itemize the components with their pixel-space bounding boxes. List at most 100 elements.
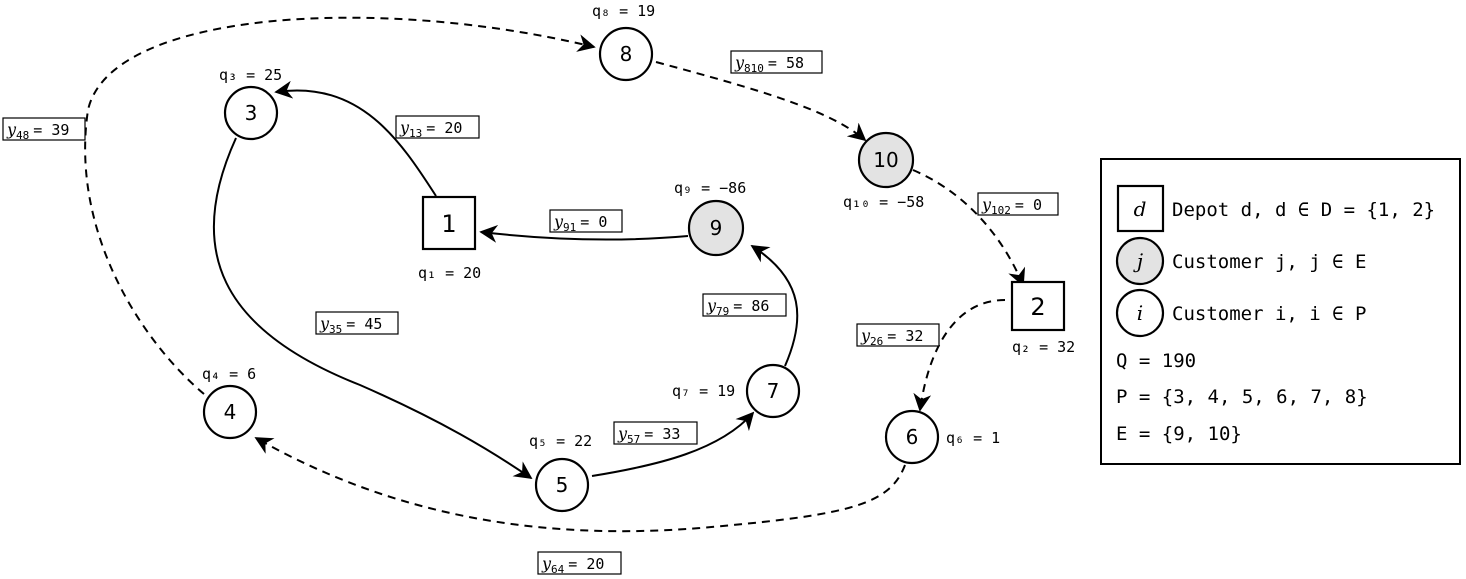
customer-node-4: 4 q₄ = 6 [202, 365, 258, 440]
edge-label-102: y102= 0 [977, 192, 1059, 217]
edge-label-48: y48= 39 [2, 117, 86, 142]
edge-label-13-box [395, 115, 480, 139]
edge-label-64: y64= 20 [537, 551, 622, 576]
legend-customer-e-symbol [1115, 236, 1165, 286]
legend: d Depot d, d ∈ D = {1, 2} j Customer j, … [1100, 158, 1461, 465]
depot-node-2-demand: q₂ = 32 [1012, 338, 1075, 356]
customer-node-8-demand: q₈ = 19 [592, 2, 655, 20]
depot-node-1-label: 1 [441, 210, 456, 238]
edge-label-35: y35 = 45 [315, 311, 399, 336]
edge-label-57-sub: 57 [627, 433, 640, 446]
edge-label-64-sub: 64 [551, 563, 565, 576]
edge-label-79-box [702, 293, 787, 317]
edge-label-57-var: y [617, 424, 628, 443]
edge-4-8 [84, 16, 596, 395]
depot-node-1-shape [421, 195, 477, 251]
customer-node-9: 9 q₉ = −86 [674, 179, 746, 257]
legend-depot-symbol [1116, 184, 1165, 233]
edge-label-810-box [730, 50, 823, 74]
edge-label-26-sub: 26 [870, 335, 883, 348]
edge-6-4 [254, 437, 906, 533]
customer-node-5-label: 5 [556, 473, 569, 497]
edge-label-810-var: y [734, 53, 745, 72]
customer-node-10-label: 10 [873, 148, 898, 172]
customer-node-6-shape [884, 409, 940, 465]
edge-label-35-sub: 35 [329, 323, 342, 336]
edge-label-91: y91= 0 [549, 209, 623, 234]
svg-text:y26= 32: y26= 32 [860, 326, 923, 348]
customer-node-7-shape [745, 363, 801, 419]
customer-node-5-demand: q₅ = 22 [529, 432, 592, 450]
edge-label-79-value: = 86 [733, 297, 769, 315]
edge-label-810-sub: 810 [744, 62, 764, 75]
customer-node-6-demand: q₆ = 1 [946, 429, 1000, 447]
edge-label-64-value: = 20 [568, 555, 604, 573]
svg-text:y79= 86: y79= 86 [706, 296, 769, 318]
edge-label-13: y13= 20 [395, 115, 480, 140]
customer-node-8-label: 8 [620, 42, 633, 66]
nodes: 1 q₁ = 20 2 q₂ = 32 3 q₃ = 25 4 q₄ = 6 5… [202, 2, 1075, 513]
svg-text:y102= 0: y102= 0 [981, 195, 1042, 217]
edge-label-64-box [537, 551, 622, 575]
edge-3-5 [212, 137, 533, 480]
customer-node-5-shape [534, 457, 590, 513]
customer-node-10-shape [857, 131, 915, 189]
legend-customer-p-symbol [1115, 288, 1165, 338]
edge-label-810-value: = 58 [768, 54, 804, 72]
edge-label-26: y26= 32 [856, 323, 940, 348]
customer-node-4-shape [202, 384, 258, 440]
depot-node-1: 1 q₁ = 20 [418, 195, 481, 282]
edges [84, 16, 1026, 533]
edge-label-102-var: y [981, 195, 992, 214]
edge-label-48-value: = 39 [33, 121, 69, 139]
edge-label-48-box [2, 117, 86, 141]
customer-node-3-demand: q₃ = 25 [219, 66, 282, 84]
svg-text:y35= 45: y35 = 45 [319, 314, 382, 336]
customer-node-5: 5 q₅ = 22 [529, 432, 592, 513]
edge-label-48-sub: 48 [16, 129, 29, 142]
edge-label-91-sub: 91 [563, 221, 576, 234]
legend-depot-text: Depot d, d ∈ D = {1, 2} [1172, 199, 1435, 221]
customer-node-6: 6 q₆ = 1 [884, 409, 1000, 465]
legend-customer-e-text: Customer j, j ∈ E [1172, 251, 1366, 273]
edge-label-79-sub: 79 [716, 305, 729, 318]
edge-1-3 [274, 80, 437, 197]
customer-node-3: 3 q₃ = 25 [219, 66, 282, 141]
edge-2-6 [913, 299, 1006, 412]
edge-label-91-value: = 0 [580, 213, 607, 231]
customer-node-4-label: 4 [224, 400, 237, 424]
edge-9-1 [479, 224, 689, 243]
legend-set-p: P = {3, 4, 5, 6, 7, 8} [1116, 386, 1368, 408]
customer-node-7: 7 q₇ = 19 [672, 363, 801, 419]
customer-node-3-label: 3 [245, 101, 258, 125]
customer-node-7-demand: q₇ = 19 [672, 382, 735, 400]
edge-label-57-box [613, 421, 698, 445]
customer-node-9-demand: q₉ = −86 [674, 179, 746, 197]
legend-capacity: Q = 190 [1116, 350, 1196, 372]
edge-label-13-value: = 20 [426, 119, 462, 137]
edge-label-35-var: y [319, 314, 330, 333]
legend-depot-symbol-label: d [1134, 197, 1147, 221]
edge-label-57-value: = 33 [644, 425, 680, 443]
edge-10-2 [912, 169, 1026, 287]
customer-node-10: 10 q₁₀ = −58 [843, 131, 924, 211]
edge-label-35-value: = 45 [346, 315, 382, 333]
legend-customer-e-symbol-label: j [1133, 249, 1143, 273]
legend-set-e: E = {9, 10} [1116, 423, 1242, 445]
edge-label-79: y79= 86 [702, 293, 787, 318]
svg-text:y48= 39: y48= 39 [6, 120, 69, 142]
depot-node-1-demand: q₁ = 20 [418, 264, 481, 282]
edge-label-91-box [549, 209, 623, 233]
customer-node-8: 8 q₈ = 19 [592, 2, 655, 82]
edge-labels: y13= 20 y35= 45 y57= 33 y79= 86 y91= 0 y… [2, 50, 1059, 576]
edge-label-26-var: y [860, 326, 871, 345]
svg-text:y13= 20: y13= 20 [399, 118, 462, 140]
svg-text:y91= 0: y91= 0 [553, 212, 607, 234]
edge-label-57: y57 = 33 [613, 421, 698, 446]
edge-5-7 [591, 411, 755, 477]
edge-label-13-var: y [399, 118, 410, 137]
edge-label-102-sub: 102 [991, 204, 1011, 217]
edge-label-35-box [315, 311, 399, 335]
edge-label-26-box [856, 323, 940, 347]
